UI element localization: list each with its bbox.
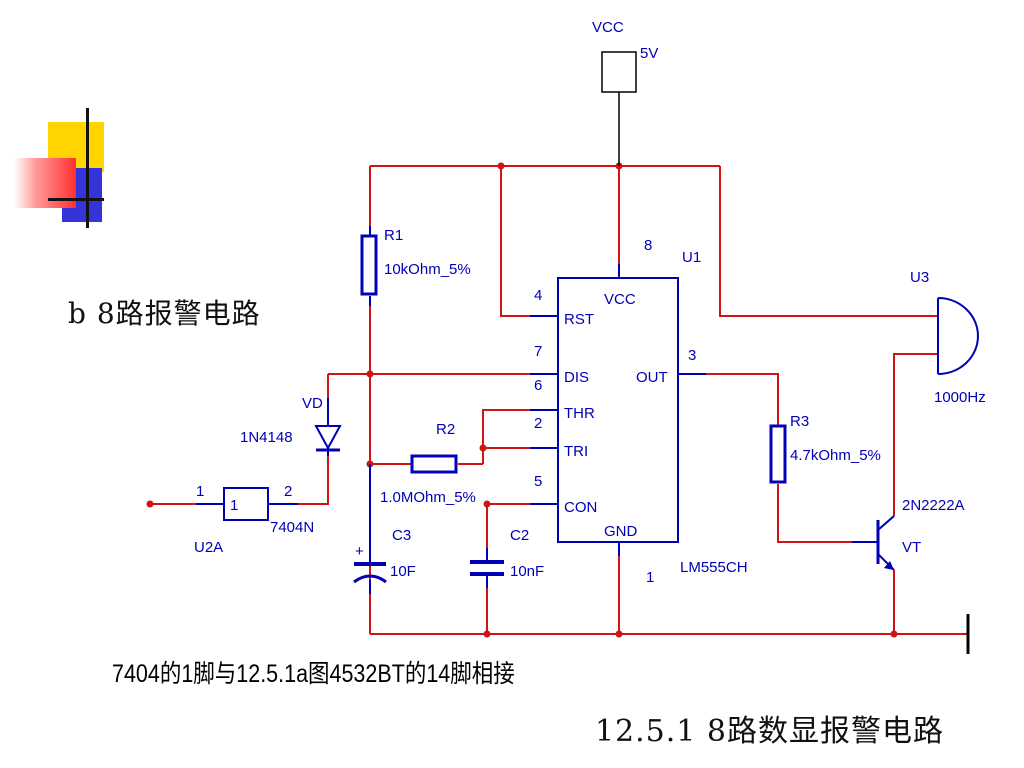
connection-note: 7404的1脚与12.5.1a图4532BT的14脚相接 xyxy=(112,660,515,688)
u1-pin-rst-num: 4 xyxy=(534,287,542,304)
u3-value: 1000Hz xyxy=(934,389,986,406)
c2-ref: C2 xyxy=(510,527,529,544)
diode-vd: VD 1N4148 xyxy=(240,395,342,456)
u1-pin-thr-name: THR xyxy=(564,405,595,422)
r2-ref: R2 xyxy=(436,421,455,438)
u1-pin-tri-name: TRI xyxy=(564,443,588,460)
vcc-value: 5V xyxy=(640,45,658,62)
u1-pin-dis-name: DIS xyxy=(564,369,589,386)
u1-pin-rst-name: RST xyxy=(564,311,594,328)
timer-u1: U1 LM555CH 8 VCC 4 RST 7 DIS 6 THR 2 TRI… xyxy=(530,237,748,586)
wires xyxy=(150,165,968,635)
u2-inner: 1 xyxy=(230,497,238,514)
u1-part: LM555CH xyxy=(680,559,748,576)
u1-pin-out-name: OUT xyxy=(636,369,668,386)
u2-pin-out: 2 xyxy=(284,483,292,500)
r1-ref: R1 xyxy=(384,227,403,244)
u2-part: 7404N xyxy=(270,519,314,536)
slide-title: b 8路报警电路 xyxy=(68,297,261,330)
buzzer-u3: U3 1000Hz xyxy=(910,269,986,406)
figure-caption: 12.5.1 8路数显报警电路 xyxy=(594,714,944,749)
c3-value: 10F xyxy=(390,563,416,580)
transistor-vt: 2N2222A VT xyxy=(852,497,965,571)
u3-ref: U3 xyxy=(910,269,929,286)
c2-value: 10nF xyxy=(510,563,544,580)
vcc-source: VCC 5V xyxy=(592,19,658,166)
vt-part: 2N2222A xyxy=(902,497,965,514)
resistor-r1: R1 10kOhm_5% xyxy=(360,226,471,306)
u1-pin-thr-num: 6 xyxy=(534,377,542,394)
vcc-label: VCC xyxy=(592,19,624,36)
u1-pin-con-num: 5 xyxy=(534,473,542,490)
u1-pin-con-name: CON xyxy=(564,499,597,516)
capacitor-c2: C2 10nF xyxy=(470,527,544,588)
u1-ref: U1 xyxy=(682,249,701,266)
u1-pin-gnd-num: 1 xyxy=(646,569,654,586)
resistor-r3: R3 4.7kOhm_5% xyxy=(769,413,881,484)
decor-vertical-line xyxy=(86,108,89,228)
c3-polarity: + xyxy=(355,543,364,560)
u1-pin-dis-num: 7 xyxy=(534,343,542,360)
r2-value: 1.0MOhm_5% xyxy=(380,489,476,506)
u1-pin-vcc-name: VCC xyxy=(604,291,636,308)
junction-dots xyxy=(146,162,898,638)
vd-ref: VD xyxy=(302,395,323,412)
resistor-r2: R2 1.0MOhm_5% xyxy=(380,421,476,506)
u1-pin-vcc-num: 8 xyxy=(644,237,652,254)
decor-horizontal-line xyxy=(48,198,104,201)
vd-part: 1N4148 xyxy=(240,429,293,446)
vt-ref: VT xyxy=(902,539,921,556)
u2-pin-in: 1 xyxy=(196,483,204,500)
u2-ref: U2A xyxy=(194,539,223,556)
u1-pin-tri-num: 2 xyxy=(534,415,542,432)
u1-pin-out-num: 3 xyxy=(688,347,696,364)
r3-ref: R3 xyxy=(790,413,809,430)
r1-value: 10kOhm_5% xyxy=(384,261,471,278)
inverter-u2a: 1 1 2 U2A 7404N xyxy=(194,483,314,556)
c3-ref: C3 xyxy=(392,527,411,544)
u1-pin-gnd-name: GND xyxy=(604,523,638,540)
capacitor-c3: + C3 10F xyxy=(353,464,416,594)
r3-value: 4.7kOhm_5% xyxy=(790,447,881,464)
